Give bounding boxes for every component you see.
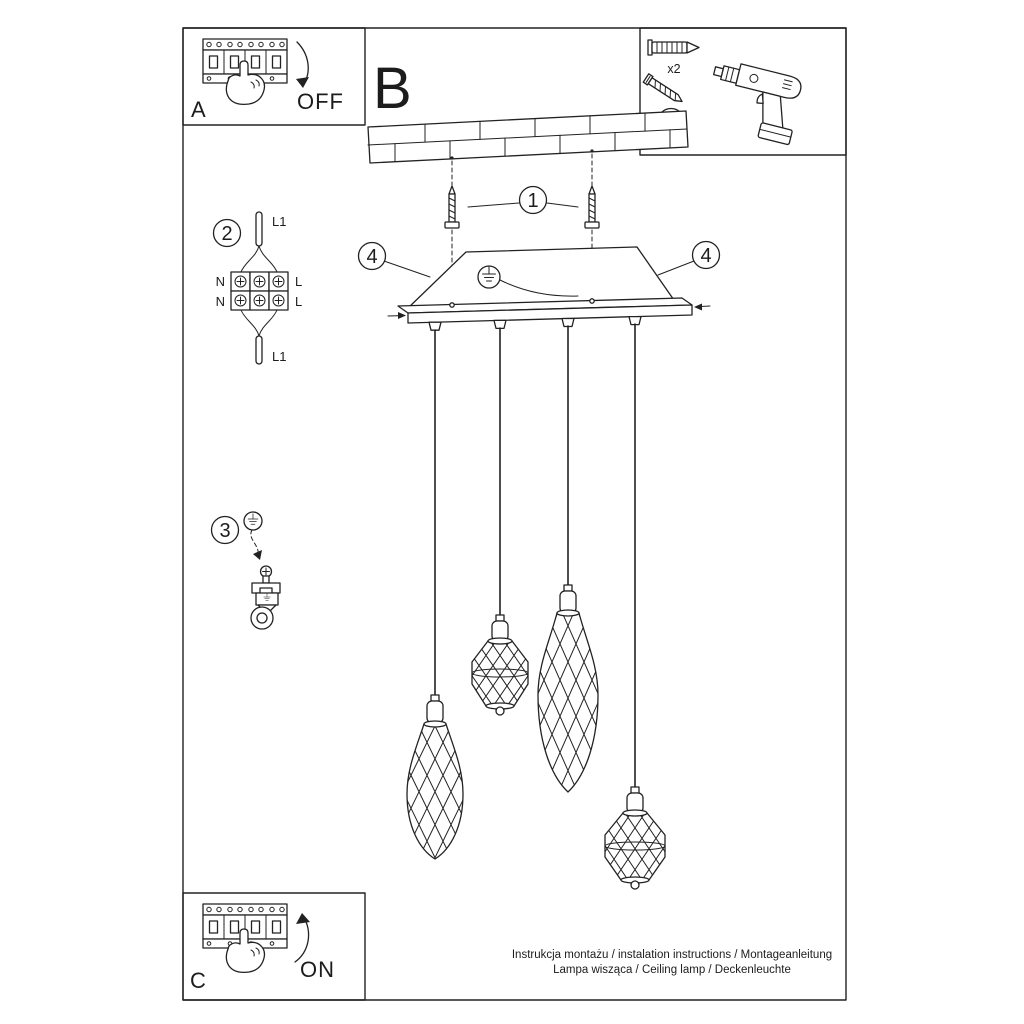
flip-up-arrowhead <box>296 913 310 924</box>
screw-icon <box>642 73 683 103</box>
label-l-row2: L <box>295 294 302 309</box>
label-n-row1: N <box>216 274 225 289</box>
wiring-diagram <box>230 211 289 365</box>
label-l-row1: L <box>295 274 302 289</box>
label-l1-top: L1 <box>272 214 286 229</box>
ground-symbol-badge <box>243 511 263 531</box>
shade-rim-3 <box>556 609 580 617</box>
pointer-squiggle <box>250 529 259 556</box>
footer-line-1: Instrukcja montażu / instalation instruc… <box>512 949 832 961</box>
plug-quantity: x2 <box>667 62 680 76</box>
supply-cable-top <box>255 211 263 247</box>
socket-cap-3 <box>563 584 573 592</box>
bracket-callout-right: 4 <box>657 240 721 276</box>
shade-rim-1 <box>423 720 447 728</box>
wall-plug-icon <box>647 39 700 56</box>
page-border <box>182 27 847 1001</box>
drill-hole-right <box>590 149 594 153</box>
panel-a-box <box>182 27 366 126</box>
bracket-callout-left-number: 4 <box>366 246 377 268</box>
lamp-cable-bottom <box>255 335 263 365</box>
canopy-illustration <box>405 246 677 311</box>
plate-screw-left <box>449 302 455 308</box>
pendant-lamp-3 <box>537 325 599 793</box>
mounting-plate <box>387 297 711 331</box>
ground-symbol-canopy <box>477 265 501 289</box>
flip-down-arrowhead <box>296 77 309 88</box>
pendant-lamp-2 <box>471 327 529 716</box>
ground-panel: 3 <box>210 511 281 630</box>
drill-hole-left <box>450 156 454 160</box>
cage-top-rim-2 <box>487 637 513 645</box>
wire-shade-outline-3 <box>537 612 599 793</box>
terminal-block <box>230 271 289 311</box>
wires-top <box>240 245 278 273</box>
ground-clamp-icon <box>250 565 281 630</box>
pendant-lamp-4 <box>604 323 666 890</box>
cage-bottom-cap-4 <box>630 880 640 890</box>
ground-wire <box>499 279 579 297</box>
socket-cap-2 <box>495 614 505 622</box>
cage-bottom-cap-2 <box>495 706 505 716</box>
label-n-row2: N <box>216 294 225 309</box>
panel-c-label: C <box>190 968 206 993</box>
cable-gland-4 <box>628 315 642 326</box>
panel-c: ON C <box>182 892 366 1001</box>
parts-box <box>639 27 847 156</box>
step-3-badge: 3 <box>210 515 240 545</box>
step-2-badge: 2 <box>212 218 242 248</box>
step-3-number: 3 <box>219 520 230 542</box>
lamp-socket-1 <box>426 700 444 724</box>
shade-lattice-3 <box>538 613 598 792</box>
wires-bottom <box>240 309 278 337</box>
label-l1-bottom: L1 <box>272 349 286 364</box>
wiring-panel: 2 L1 N L N L L1 <box>212 211 302 365</box>
bracket-callout-left: 4 <box>357 241 431 278</box>
pointer-arrowhead <box>253 550 262 560</box>
cable-gland-3 <box>561 317 575 328</box>
panel-b-label: B <box>373 56 412 121</box>
mounting-screw-left <box>444 185 460 229</box>
screws-callout-badge: 1 <box>467 185 579 215</box>
screws-callout-number: 1 <box>527 190 538 212</box>
panel-a: OFF A <box>182 27 366 126</box>
off-label: OFF <box>297 89 344 114</box>
cage-mid-ring-2 <box>471 668 529 678</box>
socket-cap-4 <box>630 786 640 794</box>
mounting-screw-right <box>584 185 600 229</box>
pendant-lamp-1 <box>406 329 464 860</box>
cage-mid-ring-4 <box>604 841 666 851</box>
ceiling-illustration <box>367 110 689 164</box>
footer-line-2: Lampa wisząca / Ceiling lamp / Deckenleu… <box>553 964 791 976</box>
panel-c-box <box>182 892 366 1001</box>
drill-icon <box>712 63 802 146</box>
bracket-callout-right-number: 4 <box>700 245 711 267</box>
cage-top-rim-4 <box>622 809 648 817</box>
on-label: ON <box>300 957 335 982</box>
cable-gland-2 <box>493 319 507 330</box>
step-2-number: 2 <box>221 223 232 245</box>
panel-a-label: A <box>191 97 206 122</box>
socket-cap-1 <box>430 694 440 702</box>
wire-shade-outline-1 <box>406 723 464 860</box>
plate-screw-right <box>589 298 595 304</box>
cable-gland-1 <box>428 321 442 331</box>
